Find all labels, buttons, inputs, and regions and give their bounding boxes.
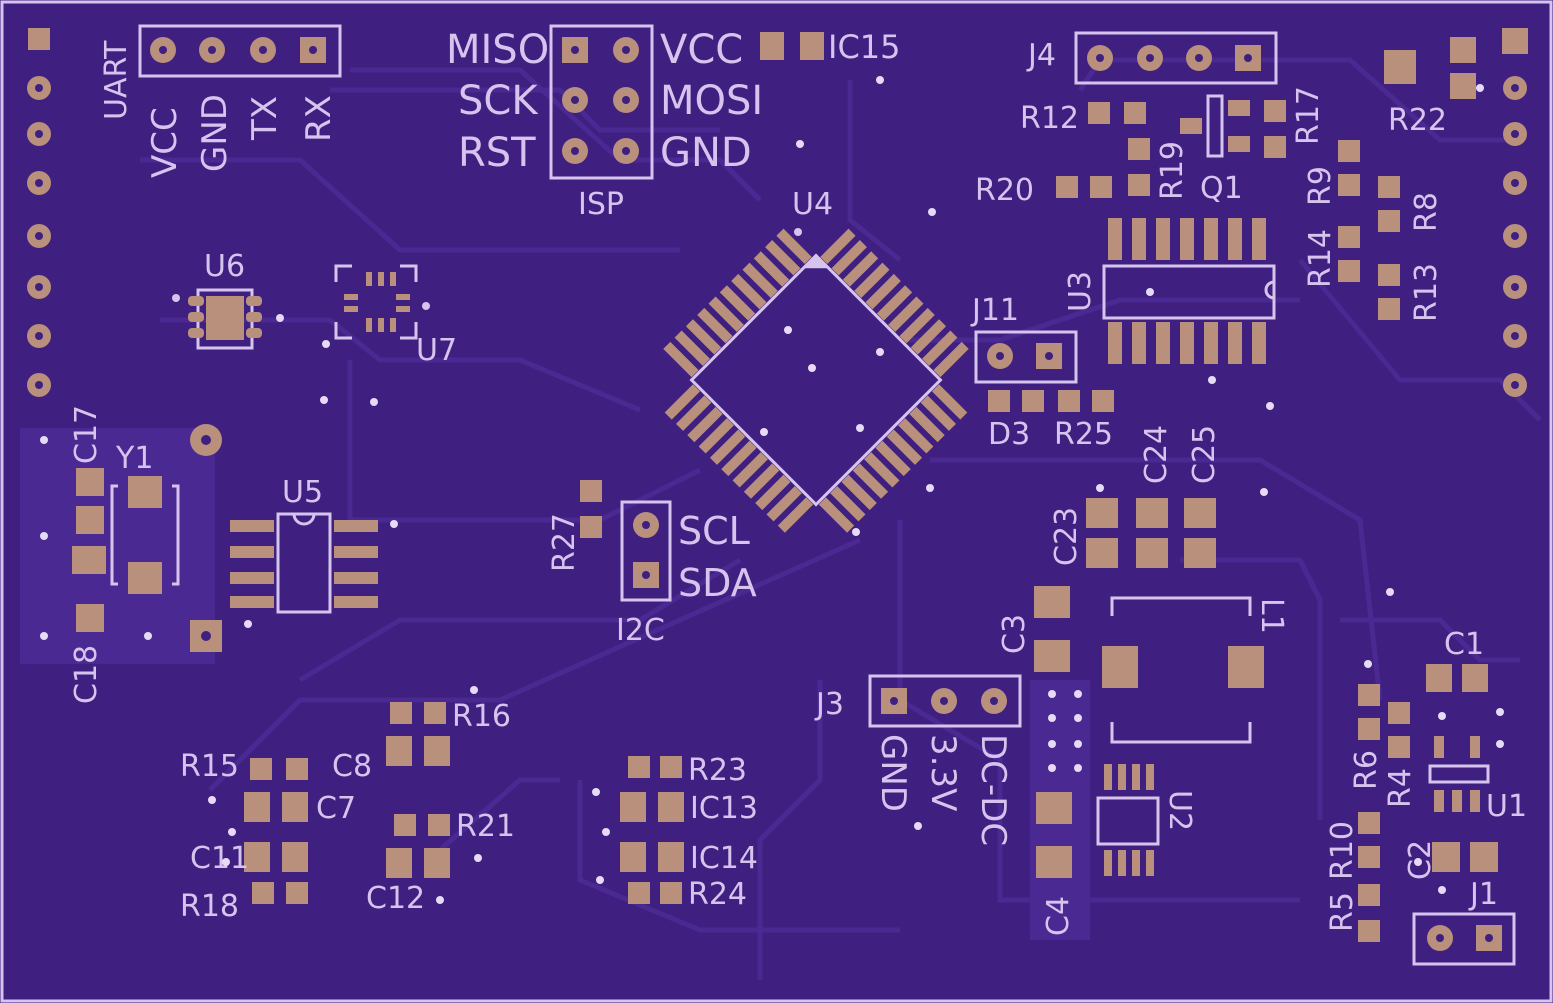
- u2-package: [1030, 680, 1160, 940]
- ref-r18: R18: [180, 889, 239, 924]
- j4-connector: [1074, 31, 1278, 85]
- j3-connector: [868, 674, 1022, 728]
- ref-c11: C11: [190, 841, 249, 876]
- ref-j1: J1: [1468, 877, 1498, 912]
- ref-u3: U3: [1063, 271, 1098, 312]
- ref-l1: L1: [1254, 598, 1289, 634]
- ref-c17: C17: [69, 405, 104, 464]
- ref-j3: J3: [814, 687, 844, 722]
- ref-r16: R16: [452, 699, 511, 734]
- ref-y1: Y1: [115, 441, 153, 476]
- ref-c1: C1: [1444, 627, 1484, 662]
- ref-u1: U1: [1486, 789, 1527, 824]
- uart-pin-gnd: GND: [195, 94, 235, 172]
- dcdc-pin-3v3: 3.3V: [923, 734, 963, 811]
- i2c-pin-scl: SCL: [678, 509, 750, 553]
- ref-r12: R12: [1020, 101, 1079, 136]
- isp-pin-gnd: GND: [660, 130, 752, 176]
- ref-j4: J4: [1026, 38, 1056, 73]
- ref-r21: R21: [456, 809, 515, 844]
- j11-connector: [974, 330, 1078, 384]
- ref-r27: R27: [547, 513, 582, 572]
- uart-label: UART: [99, 40, 134, 120]
- ref-u5: U5: [282, 475, 323, 510]
- u6-package: [172, 288, 262, 350]
- ref-q1: Q1: [1200, 171, 1243, 206]
- u3-package: [1102, 218, 1276, 364]
- ref-ic14: IC14: [690, 841, 758, 876]
- ref-u7: U7: [416, 333, 457, 368]
- ref-r20: R20: [975, 173, 1034, 208]
- ref-r9: R9: [1303, 166, 1338, 206]
- ref-c4: C4: [1041, 896, 1076, 936]
- isp-pin-rst: RST: [458, 130, 536, 176]
- isp-pin-sck: SCK: [458, 78, 539, 124]
- ref-c24: C24: [1139, 425, 1174, 484]
- ref-u2: U2: [1162, 790, 1197, 831]
- ref-r17: R17: [1291, 86, 1326, 145]
- ref-r6: R6: [1349, 750, 1384, 790]
- i2c-connector: [620, 500, 672, 602]
- isp-pin-mosi: MOSI: [660, 78, 763, 124]
- u7-package: [334, 264, 430, 340]
- y1-crystal: [20, 424, 222, 664]
- u4-qfp: [663, 228, 969, 533]
- ref-d3: D3: [988, 417, 1030, 452]
- ref-c12: C12: [366, 881, 425, 916]
- ref-u6: U6: [204, 249, 245, 284]
- dcdc-pin-gnd: GND: [873, 734, 913, 812]
- i2c-label: I2C: [616, 613, 665, 648]
- l1-inductor: [1102, 596, 1264, 744]
- via-layer: [40, 76, 1504, 904]
- ic15-pad: [760, 32, 784, 60]
- u5-package: [230, 512, 378, 614]
- ref-ic15: IC15: [828, 28, 901, 66]
- uart-pin-vcc: VCC: [145, 107, 185, 178]
- dcdc-pin-dcdc: DC-DC: [973, 734, 1013, 846]
- j1-connector: [1412, 912, 1516, 966]
- ref-r14: R14: [1303, 229, 1338, 288]
- ref-r5: R5: [1325, 892, 1360, 932]
- ref-r8: R8: [1409, 192, 1444, 232]
- ref-c25: C25: [1187, 425, 1222, 484]
- ref-r22: R22: [1388, 103, 1447, 138]
- ref-r10: R10: [1325, 821, 1360, 880]
- ref-r13: R13: [1409, 263, 1444, 322]
- i2c-pin-sda: SDA: [678, 561, 757, 605]
- isp-connector: [549, 24, 654, 180]
- ref-ic13: IC13: [690, 791, 758, 826]
- ref-r19: R19: [1155, 141, 1190, 200]
- ref-r15: R15: [180, 749, 239, 784]
- left-header: [27, 28, 51, 397]
- ref-c3: C3: [997, 614, 1032, 654]
- ref-r4: R4: [1383, 768, 1418, 808]
- ref-c18: C18: [69, 645, 104, 704]
- isp-label: ISP: [578, 187, 624, 222]
- uart-pin-rx: RX: [299, 95, 339, 142]
- ref-c23: C23: [1049, 507, 1084, 566]
- ref-c7: C7: [316, 791, 356, 826]
- ref-r23: R23: [688, 753, 747, 788]
- uart-pin-tx: TX: [245, 96, 285, 141]
- isp-pin-vcc: VCC: [660, 27, 743, 73]
- ref-r24: R24: [688, 877, 747, 912]
- uart-connector: [138, 24, 342, 78]
- ref-c8: C8: [332, 749, 372, 784]
- ref-r25: R25: [1054, 417, 1113, 452]
- right-header: [1502, 28, 1528, 397]
- u1-package: [1428, 736, 1490, 812]
- ref-u4: U4: [792, 187, 833, 222]
- ref-j11: J11: [970, 293, 1019, 328]
- isp-pin-miso: MISO: [446, 27, 549, 73]
